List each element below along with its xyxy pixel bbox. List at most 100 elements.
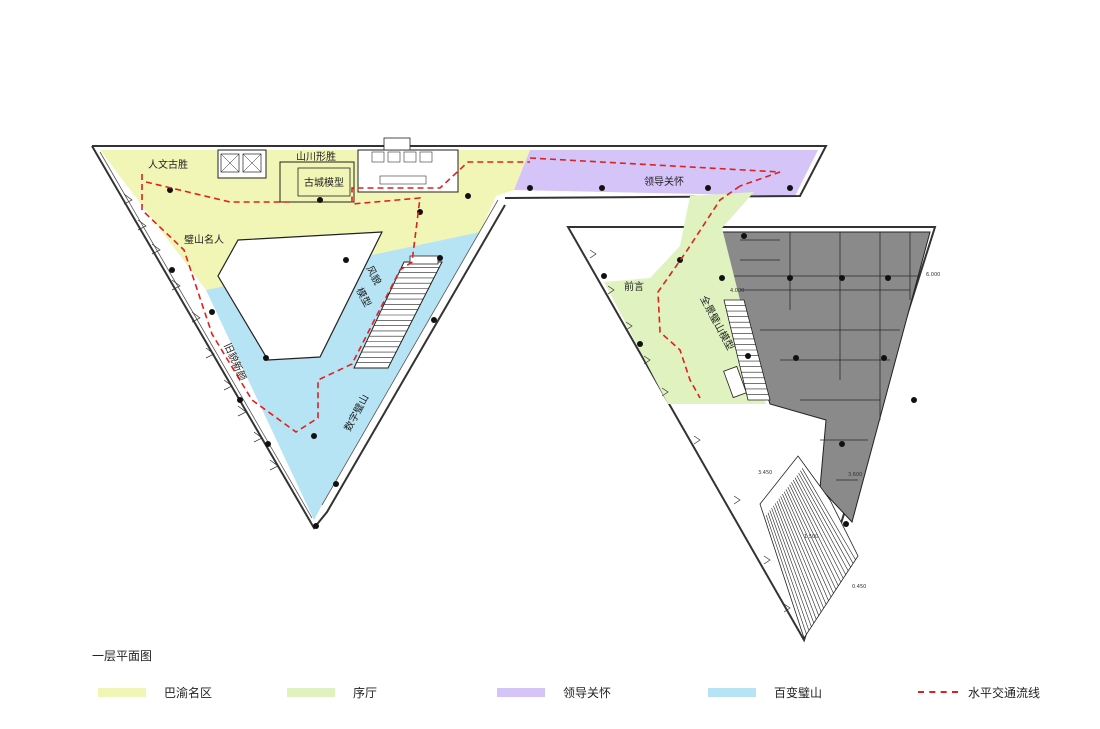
outdoor-steps xyxy=(759,455,859,639)
legend-item-bayu: 巴渝名区 xyxy=(98,684,212,700)
column xyxy=(911,397,917,403)
window-tick xyxy=(137,219,147,231)
window-tick xyxy=(205,347,215,359)
label-qianyan: 前言 xyxy=(624,280,644,293)
column xyxy=(311,433,317,439)
window-tick xyxy=(253,431,263,443)
window-tick xyxy=(783,603,791,613)
window-tick xyxy=(661,387,669,397)
legend-swatch-lingdao xyxy=(497,687,545,697)
column xyxy=(787,275,793,281)
zone-lingdao-purple xyxy=(514,150,818,196)
elev-3450: 3.450 xyxy=(758,470,772,476)
column xyxy=(465,193,471,199)
column xyxy=(839,275,845,281)
right-facade-ticks xyxy=(589,249,791,613)
column xyxy=(343,257,349,263)
legend-swatch-xuting xyxy=(287,687,335,697)
column xyxy=(265,441,271,447)
column xyxy=(333,481,339,487)
column xyxy=(839,441,845,447)
legend: 巴渝名区 序厅 领导关怀 百变璧山 水平交通流线 xyxy=(0,684,1100,700)
route-right xyxy=(657,185,741,399)
outdoor-step xyxy=(765,514,807,635)
legend-label-baibian: 百变璧山 xyxy=(774,685,823,700)
label-bishan-mingren: 璧山名人 xyxy=(184,233,224,246)
restroom-sinks xyxy=(379,175,427,185)
legend-item-lingdao: 领导关怀 xyxy=(497,684,611,700)
xuting-desk xyxy=(723,365,747,399)
column xyxy=(313,523,319,529)
outdoor-step xyxy=(783,491,832,598)
outdoor-step xyxy=(792,479,844,579)
outdoor-step xyxy=(794,477,846,575)
columns-left xyxy=(167,185,793,529)
legend-label-bayu: 巴渝名区 xyxy=(164,685,213,700)
outdoor-step xyxy=(796,475,849,572)
legend-label-lingdao: 领导关怀 xyxy=(563,685,612,700)
column xyxy=(601,273,607,279)
window-tick xyxy=(123,193,133,205)
plan-title: 一层平面图 xyxy=(92,649,153,663)
elev-3600: 3.600 xyxy=(848,472,862,478)
zone-xuting-green xyxy=(604,192,766,404)
outdoor-step xyxy=(801,468,856,560)
window-tick xyxy=(223,379,233,391)
column xyxy=(209,309,215,315)
column xyxy=(237,397,243,403)
outdoor-step xyxy=(769,510,812,627)
outdoor-step xyxy=(787,486,837,590)
route-left xyxy=(141,161,530,433)
label-lingdao: 领导关怀 xyxy=(644,175,684,188)
inner-wall-right xyxy=(321,199,499,506)
facade-window-ticks xyxy=(123,193,279,471)
window-tick xyxy=(269,459,279,471)
outdoor-step xyxy=(785,489,834,594)
outdoor-step xyxy=(771,507,815,624)
elevator-x4 xyxy=(242,153,262,173)
restroom-stall-3 xyxy=(403,151,417,163)
column xyxy=(637,341,643,347)
window-tick xyxy=(151,243,161,255)
right-stair xyxy=(723,299,771,401)
column xyxy=(705,185,711,191)
outdoor-step xyxy=(767,512,810,631)
window-tick xyxy=(733,495,741,505)
elev-1500: 1.500 xyxy=(804,534,818,540)
legend-label-xuting: 序厅 xyxy=(353,685,378,700)
elev-0450: 0.450 xyxy=(852,584,866,590)
column xyxy=(317,197,323,203)
column xyxy=(527,185,533,191)
column xyxy=(599,185,605,191)
outdoor-step xyxy=(780,496,827,605)
elevator-car-1 xyxy=(220,153,240,173)
courtyard-void xyxy=(217,231,383,361)
elevator-core xyxy=(217,149,267,179)
window-tick xyxy=(643,355,651,365)
elevator-car-2 xyxy=(242,153,262,173)
outdoor-step xyxy=(782,493,829,601)
window-tick xyxy=(607,285,615,295)
label-gucheng: 古城模型 xyxy=(304,176,344,189)
restroom-stall-2 xyxy=(387,151,401,163)
label-renwen: 人文古胜 xyxy=(148,158,188,171)
legend-item-route: 水平交通流线 xyxy=(918,684,1040,700)
outdoor-step xyxy=(773,505,817,620)
outdoor-step xyxy=(791,482,842,583)
outdoor-step xyxy=(800,470,854,564)
window-tick xyxy=(237,405,247,417)
legend-item-baibian: 百变璧山 xyxy=(708,684,822,700)
outer-wall-left xyxy=(91,145,506,530)
legend-item-xuting: 序厅 xyxy=(287,684,377,700)
route-lingdao xyxy=(529,157,781,187)
legend-swatch-bayu xyxy=(98,687,146,697)
legend-swatch-route xyxy=(918,691,958,693)
column xyxy=(263,355,269,361)
column xyxy=(167,187,173,193)
column xyxy=(719,275,725,281)
elev-4000: 4.000 xyxy=(730,288,744,294)
outdoor-step xyxy=(789,484,839,586)
model-table xyxy=(297,167,351,197)
restroom-stall-1 xyxy=(371,151,385,163)
left-stair-landing xyxy=(409,255,439,265)
